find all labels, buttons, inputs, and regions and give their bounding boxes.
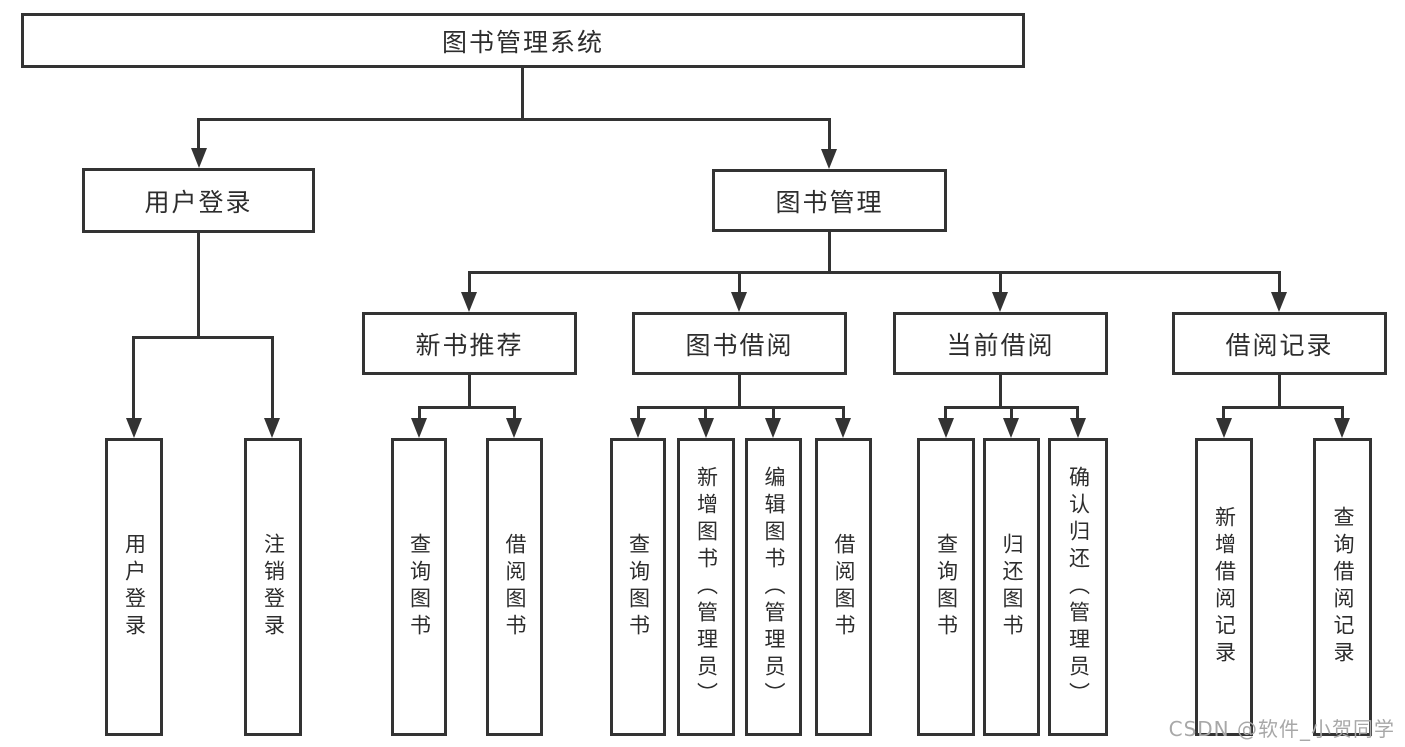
edge-stub-book-borrow bbox=[738, 271, 741, 294]
leaf-user-login: 用户登录 bbox=[105, 438, 163, 736]
node-new-book-recommend: 新书推荐 bbox=[362, 312, 577, 375]
arrowhead-icon bbox=[1334, 418, 1350, 438]
edge-stub bbox=[1222, 406, 1225, 420]
leaf-borrow-books-recommend: 借阅图书 bbox=[486, 438, 543, 736]
arrowhead-icon bbox=[765, 418, 781, 438]
edge-stub bbox=[1341, 406, 1344, 420]
edge-stub-borrow-records bbox=[1278, 271, 1281, 294]
leaf-confirm-return-admin: 确认归还（管理员） bbox=[1048, 438, 1108, 736]
edge-stub-leaf-logout bbox=[271, 336, 274, 420]
leaf-return-books: 归还图书 bbox=[983, 438, 1040, 736]
node-root: 图书管理系统 bbox=[21, 13, 1025, 68]
arrowhead-icon bbox=[461, 292, 477, 312]
leaf-query-borrow-record: 查询借阅记录 bbox=[1313, 438, 1372, 736]
arrowhead-icon bbox=[821, 149, 837, 169]
edge-user-login-rail bbox=[132, 336, 274, 339]
leaf-query-books-recommend: 查询图书 bbox=[391, 438, 447, 736]
edge-stub bbox=[944, 406, 947, 420]
edge-stub bbox=[1076, 406, 1079, 420]
edge-stub bbox=[704, 406, 707, 420]
edge-root-rail bbox=[197, 118, 831, 121]
arrowhead-icon bbox=[506, 418, 522, 438]
arrowhead-icon bbox=[1003, 418, 1019, 438]
arrowhead-icon bbox=[126, 418, 142, 438]
leaf-add-borrow-record: 新增借阅记录 bbox=[1195, 438, 1253, 736]
edge-stub bbox=[1010, 406, 1013, 420]
edge-stub-current-borrow bbox=[999, 271, 1002, 294]
node-user-login: 用户登录 bbox=[82, 168, 315, 233]
leaf-query-books-current: 查询图书 bbox=[917, 438, 975, 736]
node-current-borrow: 当前借阅 bbox=[893, 312, 1108, 375]
leaf-query-books-borrow: 查询图书 bbox=[610, 438, 666, 736]
edge-new-book-recommend-stem bbox=[468, 375, 471, 406]
edge-book-borrow-stem bbox=[738, 375, 741, 406]
edge-root-stem bbox=[521, 68, 524, 118]
edge-borrow-records-rail bbox=[1222, 406, 1344, 409]
arrowhead-icon bbox=[630, 418, 646, 438]
node-book-borrow: 图书借阅 bbox=[632, 312, 847, 375]
edge-book-management-rail bbox=[468, 271, 1281, 274]
edge-root-to-user-login bbox=[197, 118, 200, 150]
edge-stub bbox=[418, 406, 421, 420]
edge-borrow-records-stem bbox=[1278, 375, 1281, 406]
arrowhead-icon bbox=[938, 418, 954, 438]
edge-stub bbox=[513, 406, 516, 420]
node-book-management: 图书管理 bbox=[712, 169, 947, 232]
edge-stub bbox=[842, 406, 845, 420]
leaf-logout: 注销登录 bbox=[244, 438, 302, 736]
leaf-add-books-admin: 新增图书（管理员） bbox=[677, 438, 735, 736]
edge-book-management-stem bbox=[828, 232, 831, 271]
arrowhead-icon bbox=[264, 418, 280, 438]
arrowhead-icon bbox=[1070, 418, 1086, 438]
arrowhead-icon bbox=[1271, 292, 1287, 312]
arrowhead-icon bbox=[731, 292, 747, 312]
edge-current-borrow-stem bbox=[999, 375, 1002, 406]
arrowhead-icon bbox=[191, 148, 207, 168]
arrowhead-icon bbox=[992, 292, 1008, 312]
arrowhead-icon bbox=[411, 418, 427, 438]
leaf-borrow-books-borrow: 借阅图书 bbox=[815, 438, 872, 736]
edge-new-book-recommend-rail bbox=[418, 406, 516, 409]
edge-stub-new-book-recommend bbox=[468, 271, 471, 294]
edge-book-borrow-rail bbox=[637, 406, 845, 409]
csdn-watermark: CSDN @软件_小贺同学 bbox=[1168, 717, 1395, 741]
arrowhead-icon bbox=[835, 418, 851, 438]
arrowhead-icon bbox=[698, 418, 714, 438]
edge-stub bbox=[637, 406, 640, 420]
arrowhead-icon bbox=[1216, 418, 1232, 438]
edge-stub bbox=[772, 406, 775, 420]
edge-user-login-stem bbox=[197, 233, 200, 336]
edge-stub-leaf-user-login bbox=[132, 336, 135, 420]
node-borrow-records: 借阅记录 bbox=[1172, 312, 1387, 375]
edge-root-to-book-management bbox=[828, 118, 831, 151]
leaf-edit-books-admin: 编辑图书（管理员） bbox=[745, 438, 802, 736]
